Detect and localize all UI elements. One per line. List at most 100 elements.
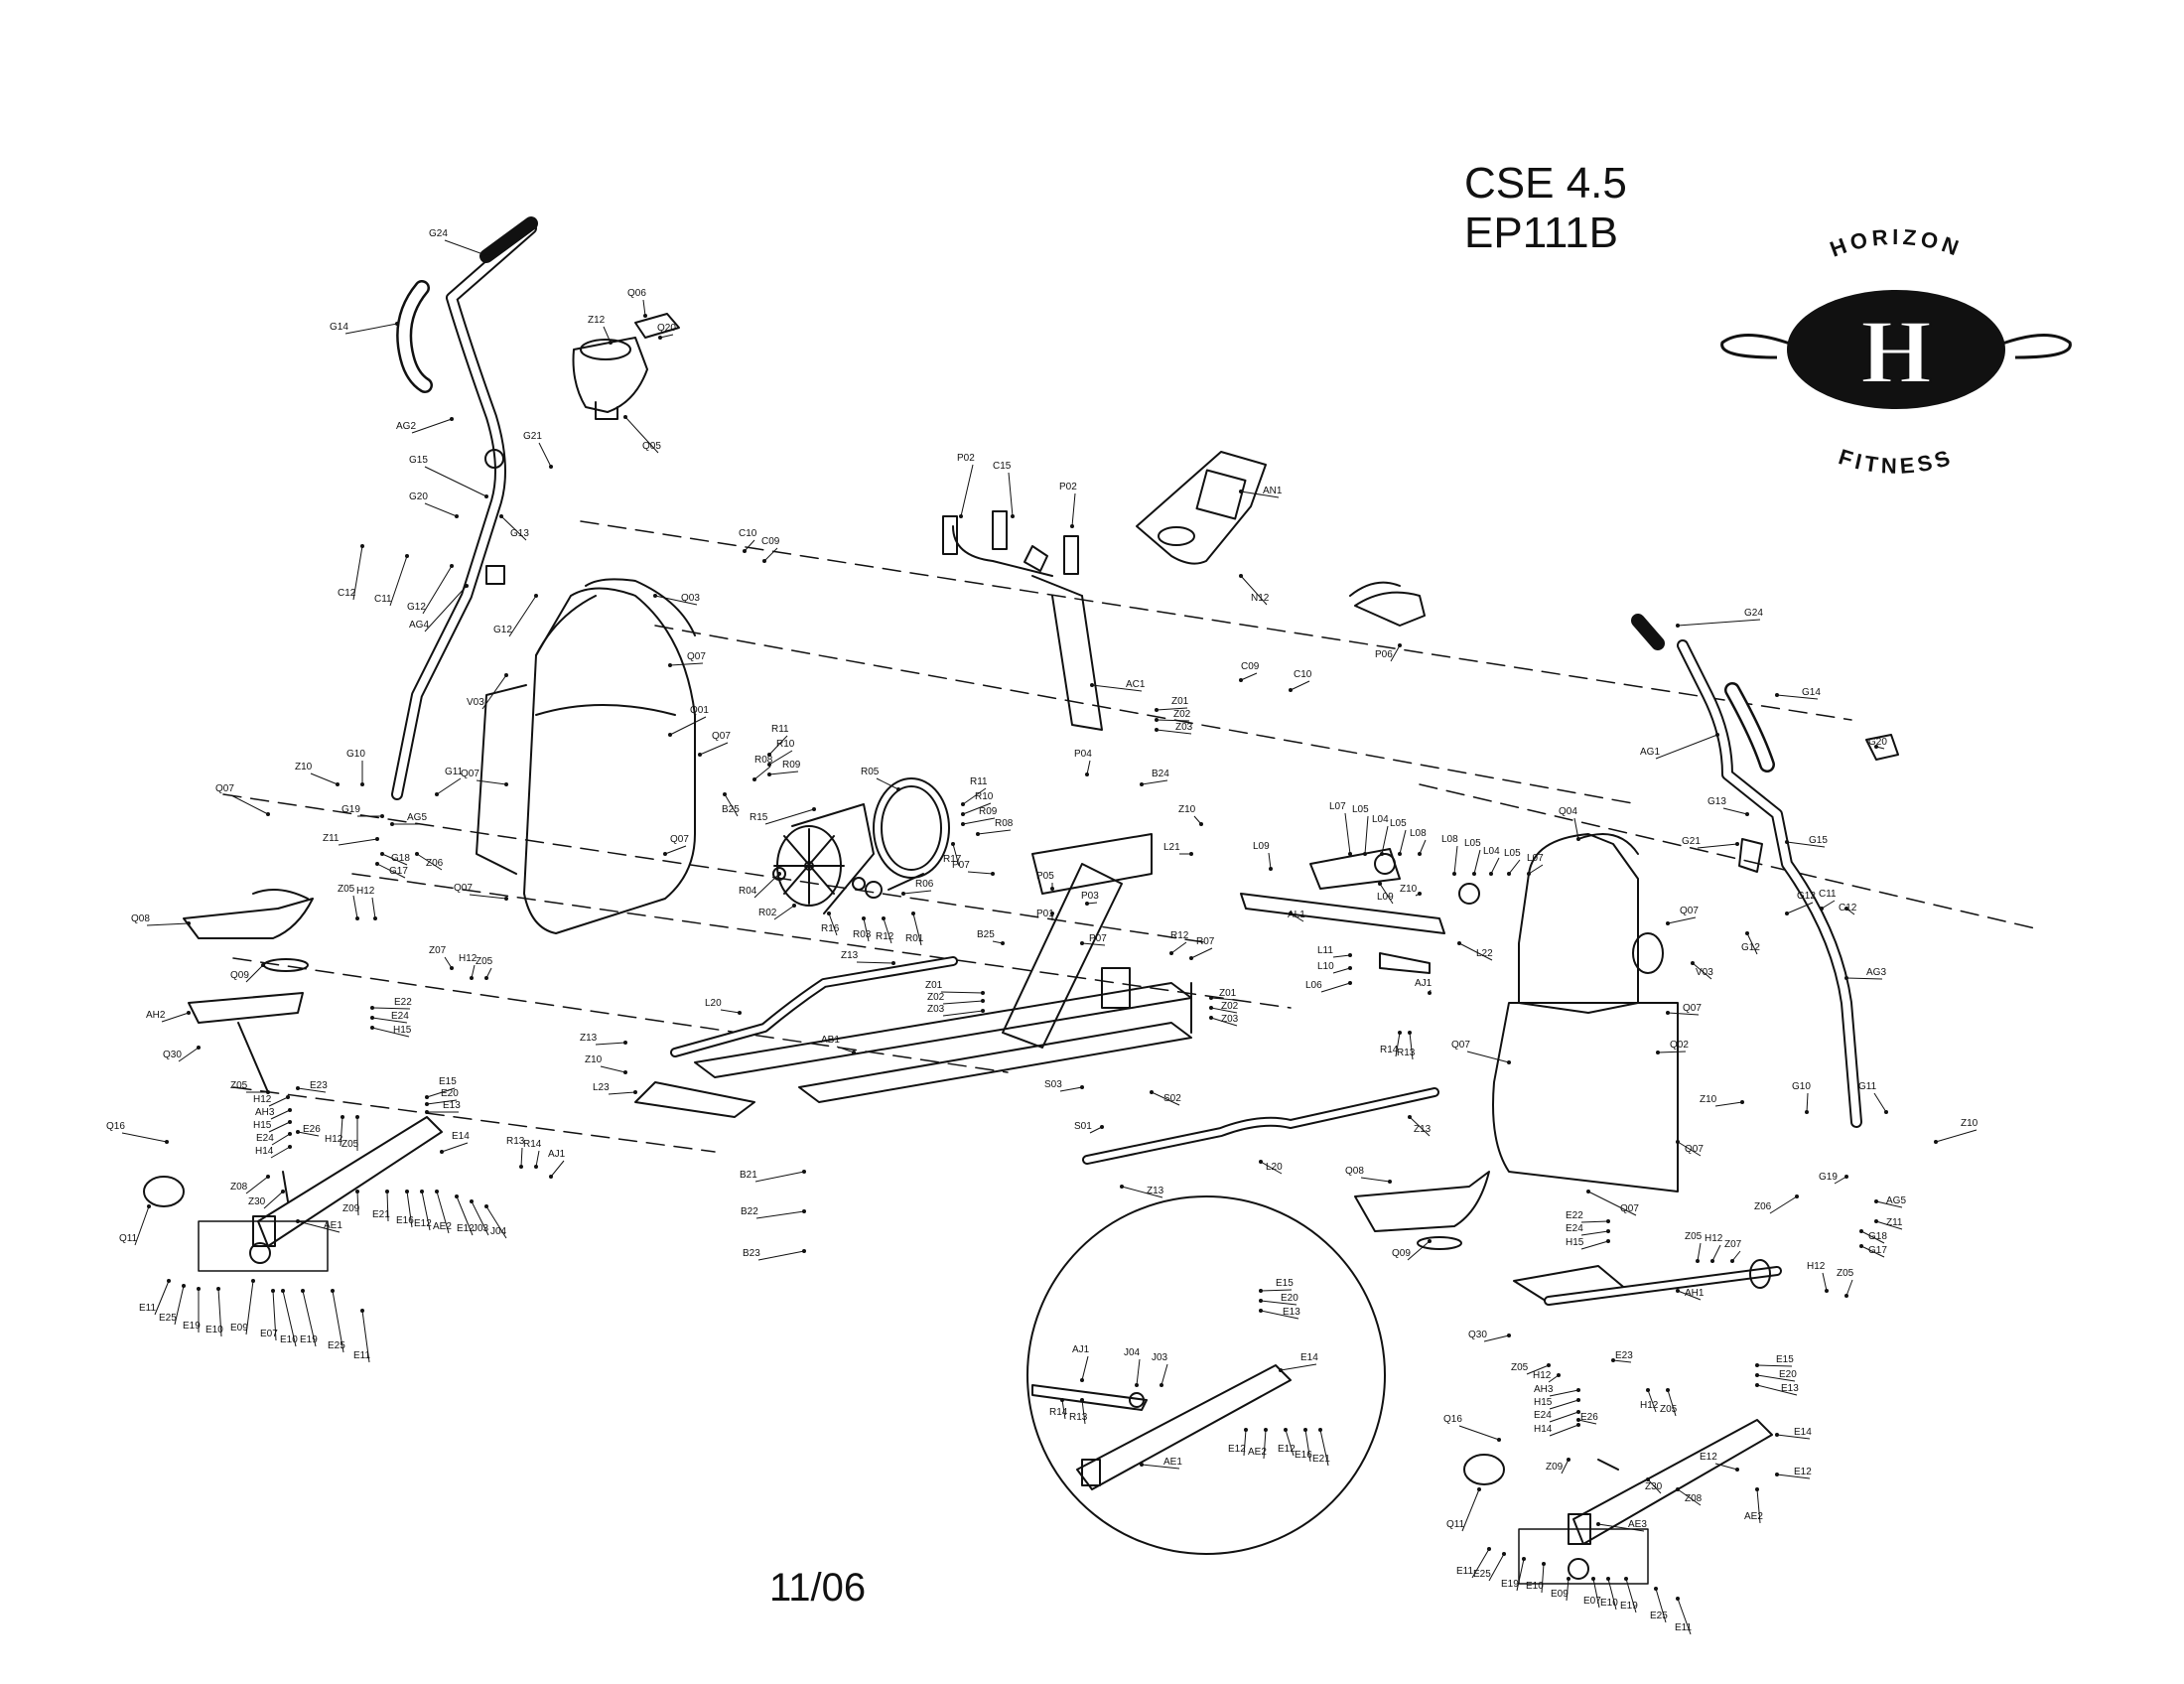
part-label: G10	[346, 749, 365, 760]
part-label: E11	[1456, 1566, 1473, 1577]
part-label: G21	[523, 431, 542, 442]
part-marker	[549, 1175, 553, 1179]
part-marker	[288, 1108, 292, 1112]
part-marker	[165, 1140, 169, 1144]
part-marker	[1666, 1388, 1670, 1392]
part-marker	[767, 753, 771, 757]
leader-line	[1860, 1245, 1885, 1258]
leader-line	[1061, 1399, 1066, 1420]
part-label: E13	[1781, 1383, 1799, 1394]
part-label: R03	[853, 929, 872, 940]
part-label: L04	[1372, 814, 1389, 825]
part-marker	[752, 777, 756, 781]
part-marker	[375, 837, 379, 841]
leader-line	[1081, 942, 1106, 946]
part-label: G15	[1809, 835, 1828, 846]
leader-line	[121, 1132, 168, 1143]
part-label: P07	[1089, 933, 1107, 944]
part-label: Z13	[1147, 1186, 1164, 1196]
leader-line	[481, 674, 507, 710]
leader-line	[1776, 694, 1819, 700]
part-label: E16	[1295, 1450, 1312, 1461]
leader-line	[1260, 1161, 1283, 1175]
leader-line	[1407, 1240, 1431, 1261]
part-marker	[812, 807, 816, 811]
part-marker	[1502, 1552, 1506, 1556]
part-marker	[1755, 1363, 1759, 1367]
part-marker	[484, 1204, 488, 1208]
part-label: E11	[1675, 1622, 1692, 1633]
leader-line	[1240, 672, 1258, 681]
leader-line	[1483, 1334, 1510, 1342]
part-marker	[802, 1170, 806, 1174]
part-label: H12	[325, 1134, 343, 1145]
leader-line	[642, 299, 646, 317]
part-label: L09	[1253, 841, 1270, 852]
part-label: E13	[1283, 1307, 1300, 1318]
part-marker	[1676, 1289, 1680, 1293]
horizon-fitness-logo: H HORIZON FITNESS	[1720, 224, 2072, 479]
detail-inset	[1026, 1195, 1386, 1555]
part-label: E25	[1650, 1611, 1668, 1621]
part-marker	[981, 1009, 985, 1013]
part-label: R05	[861, 767, 880, 777]
part-marker	[633, 1090, 637, 1094]
part-marker	[1259, 1289, 1263, 1293]
part-label: Q07	[670, 834, 689, 845]
part-label: R13	[1069, 1412, 1088, 1423]
part-marker	[1284, 1428, 1288, 1432]
part-label: Q07	[1680, 906, 1699, 916]
leader-line	[1806, 1092, 1809, 1113]
part-marker	[1715, 733, 1719, 737]
part-marker	[1140, 1463, 1144, 1467]
leader-line	[624, 416, 659, 454]
part-marker	[1080, 1085, 1084, 1089]
model-title: CSE 4.5 EP111B	[1464, 159, 1627, 258]
part-label: Q09	[1392, 1248, 1411, 1259]
part-label: H15	[393, 1025, 412, 1036]
part-label: E07	[1583, 1596, 1601, 1607]
part-label: E24	[1566, 1223, 1583, 1234]
leader-line	[508, 595, 537, 637]
right-lower-arm	[1463, 1419, 1773, 1545]
part-label: Z30	[1645, 1481, 1663, 1492]
leader-line	[828, 912, 838, 936]
leader-line	[161, 1012, 190, 1023]
part-label: Q07	[454, 883, 473, 894]
part-marker	[1576, 837, 1580, 841]
part-label: E20	[441, 1088, 459, 1099]
leader-line	[1834, 1176, 1847, 1185]
part-label: Z13	[1414, 1124, 1432, 1135]
part-label: Q07	[1685, 1144, 1704, 1155]
part-marker	[767, 763, 771, 767]
part-label: E19	[300, 1334, 318, 1345]
part-label: P07	[952, 860, 970, 871]
leader-line	[1409, 1032, 1414, 1060]
leader-line	[1549, 1411, 1579, 1423]
part-marker	[1740, 1100, 1744, 1104]
leader-line	[1319, 1429, 1329, 1467]
part-marker	[1264, 1428, 1268, 1432]
part-marker	[1730, 1259, 1734, 1263]
part-label: E24	[391, 1011, 409, 1022]
part-label: E12	[1278, 1444, 1296, 1455]
leader-line	[422, 565, 453, 615]
leader-line	[1647, 1389, 1657, 1413]
part-marker	[1820, 907, 1824, 911]
leader-line	[1549, 1389, 1579, 1397]
part-label: E12	[1700, 1452, 1717, 1463]
part-marker	[1844, 1294, 1848, 1298]
leader-line	[352, 895, 358, 919]
part-label: E15	[1776, 1354, 1794, 1365]
part-marker	[1576, 1423, 1580, 1427]
part-marker	[1934, 1140, 1938, 1144]
part-marker	[266, 812, 270, 816]
part-marker	[1710, 1259, 1714, 1263]
part-label: G14	[330, 322, 348, 333]
part-marker	[1100, 1125, 1104, 1129]
leader-line	[376, 863, 406, 879]
part-marker	[486, 254, 490, 258]
part-label: B25	[722, 804, 740, 815]
part-marker	[1428, 991, 1432, 995]
part-label: L08	[1441, 834, 1458, 845]
